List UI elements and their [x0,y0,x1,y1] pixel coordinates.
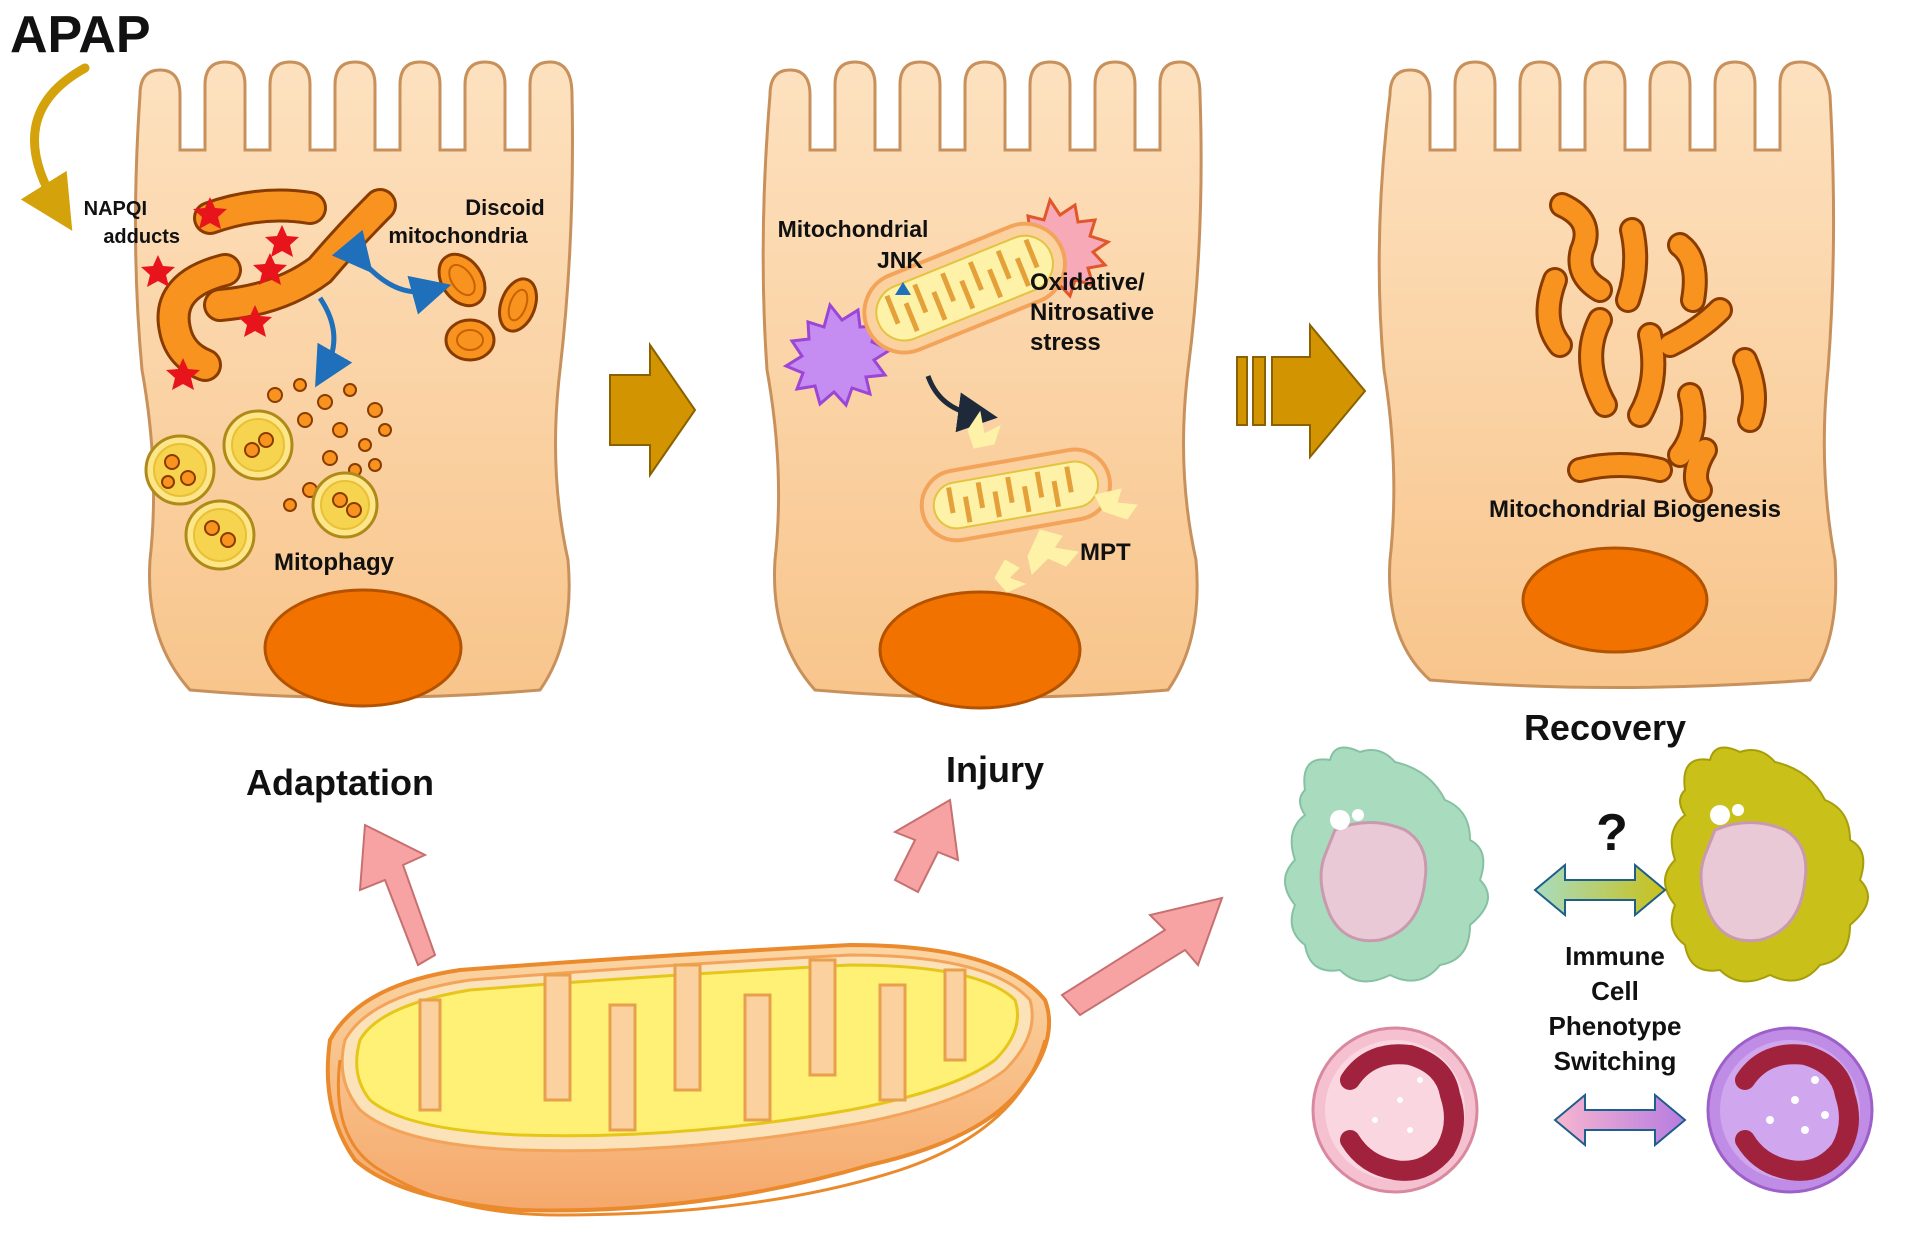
question-mark: ? [1596,804,1628,862]
mitophagy-particles [267,378,392,512]
stress-label-line3: stress [1030,329,1101,356]
immune-label-line1: Immune [1565,941,1665,971]
progression-arrow-1 [609,341,697,479]
macrophage-green [1284,746,1489,983]
stress-label-line1: Oxidative/ [1030,269,1145,296]
neutrophil-pink [1311,1026,1479,1194]
stress-label-line2: Nitrosative [1030,299,1154,326]
recovery-caption: Recovery [1524,707,1686,748]
progression-arrow-2 [1236,322,1367,460]
hepatocyte-recovery: Mitochondrial Biogenesis Recovery [1377,60,1838,748]
mpt-leakage [967,410,1138,593]
autophagosomes [144,409,379,571]
fission-arrow [331,229,452,315]
nucleus-injury [878,590,1082,710]
mito-jnk-label-line1: Mitochondrial [778,216,929,242]
swollen-mitochondrion [862,221,1067,355]
mitophagy-arrow [315,296,353,388]
mpt-label: MPT [1080,539,1131,566]
macrophage-yellow [1664,746,1869,983]
switch-arrow-macrophage [1533,862,1667,918]
immune-label-line2: Cell [1591,976,1639,1006]
biogenesis-label: Mitochondrial Biogenesis [1489,496,1781,523]
napqi-label-line1: NAPQI [84,198,147,220]
new-mitochondria [1535,192,1767,503]
neutrophil-purple [1706,1026,1874,1194]
adaptation-caption: Adaptation [246,762,434,803]
discoid-label-line1: Discoid [465,195,544,220]
injury-caption: Injury [946,749,1044,790]
napqi-adduct-stars [141,197,299,390]
hepatocyte-adaptation: APAP NAPQI adducts Discoid mitochondria … [10,6,574,803]
mitophagy-label: Mitophagy [274,549,395,576]
nucleus-recovery [1521,546,1709,654]
napqi-label-line2: adducts [103,226,180,248]
apap-arrow [20,63,90,231]
immune-label-line4: Switching [1554,1046,1677,1076]
jnk-pointer [895,282,911,295]
immune-label-line3: Phenotype [1549,1011,1682,1041]
mpt-arrow [925,375,998,433]
pink-arrow-to-adaptation [358,823,437,967]
large-mitochondrion [325,942,1052,1217]
mito-jnk-label-line2: JNK [877,247,923,273]
apap-label: APAP [10,6,151,64]
nucleus-adaptation [263,588,463,708]
pink-arrow-to-immune [1060,896,1224,1017]
ruptured-mitochondrion [919,447,1112,543]
discoid-label-line2: mitochondria [388,223,528,248]
pink-arrow-to-injury [892,798,960,894]
hepatocyte-injury: Mitochondrial JNK Oxidative/ Nitrosative… [761,60,1203,790]
switch-arrow-neutrophil [1553,1092,1687,1148]
